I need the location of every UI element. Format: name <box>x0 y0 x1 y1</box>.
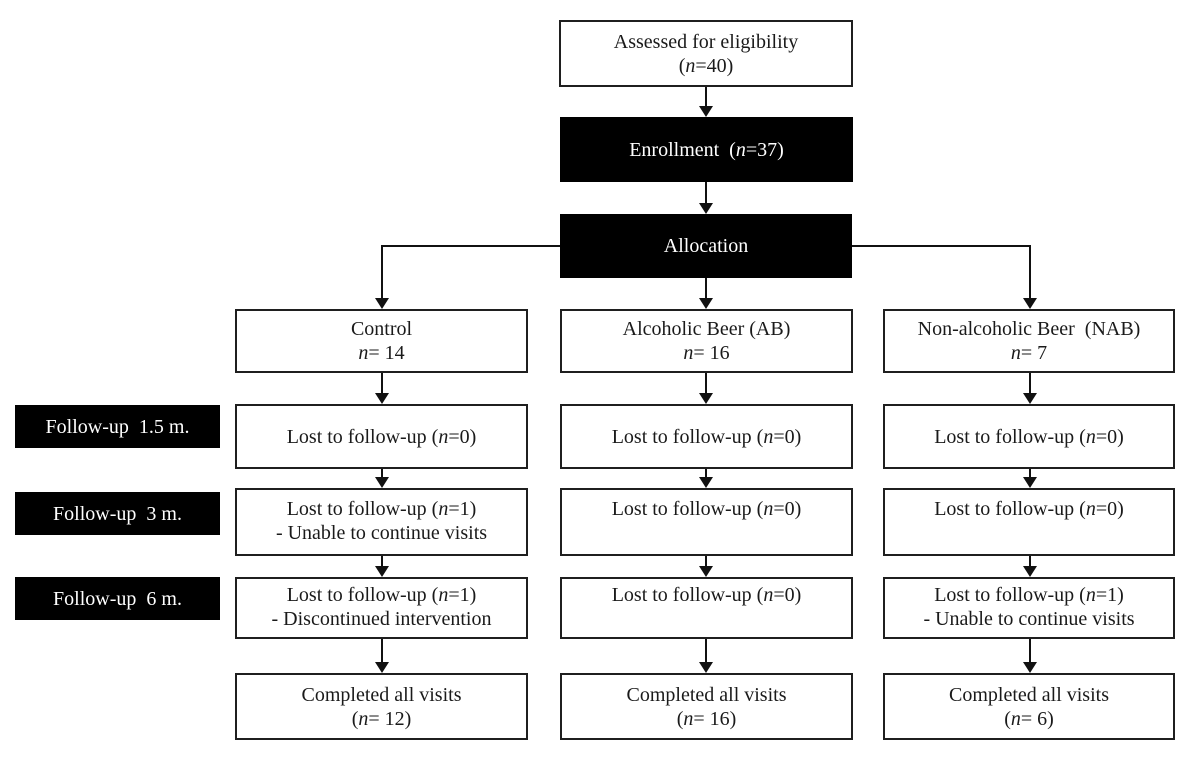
control-fu6-box: Lost to follow-up (n=1) - Discontinued i… <box>235 577 528 639</box>
box-text-line: Follow-up 3 m. <box>53 502 182 525</box>
nab-fu15-box: Lost to follow-up (n=0) <box>883 404 1175 469</box>
ab-fu6-box: Lost to follow-up (n=0) <box>560 577 853 639</box>
box-text-line: (n= 16) <box>676 707 737 730</box>
control-completed-box: Completed all visits (n= 12) <box>235 673 528 740</box>
box-text-line: Lost to follow-up (n=1) <box>286 584 477 606</box>
box-text-line: - Unable to continue visits <box>923 608 1135 630</box>
box-text-line: Follow-up 1.5 m. <box>45 415 190 438</box>
arrow-down <box>1023 469 1037 488</box>
nab-fu6-box: Lost to follow-up (n=1) - Unable to cont… <box>883 577 1175 639</box>
arrow-down <box>699 373 713 404</box>
box-text-line: Assessed for eligibility <box>613 30 799 53</box>
arrow-down <box>375 469 389 488</box>
arrow-down <box>1023 373 1037 404</box>
box-text-line: Lost to follow-up (n=1) <box>934 584 1124 606</box>
arrow-down <box>699 639 713 673</box>
followup-label-6m: Follow-up 6 m. <box>15 577 220 620</box>
box-text-line: Control <box>350 318 413 340</box>
box-text-line: Lost to follow-up (n=1) <box>286 498 477 520</box>
ab-fu15-box: Lost to follow-up (n=0) <box>560 404 853 469</box>
followup-label-1-5m: Follow-up 1.5 m. <box>15 405 220 448</box>
arrow-down <box>699 182 713 214</box>
enrollment-box: Enrollment (n=37) <box>560 117 853 182</box>
box-text-line: Allocation <box>663 235 749 257</box>
nab-fu3-box: Lost to follow-up (n=0) <box>883 488 1175 556</box>
arrow-down <box>699 556 713 577</box>
followup-label-3m: Follow-up 3 m. <box>15 492 220 535</box>
box-text-line: (n= 6) <box>1004 707 1054 730</box>
box-text-line: n= 7 <box>1010 342 1048 364</box>
box-text-line: - Discontinued intervention <box>271 608 492 630</box>
nab-header-box: Non-alcoholic Beer (NAB) n= 7 <box>883 309 1175 373</box>
ab-header-box: Alcoholic Beer (AB) n= 16 <box>560 309 853 373</box>
control-header-box: Control n= 14 <box>235 309 528 373</box>
control-fu3-box: Lost to follow-up (n=1) - Unable to cont… <box>235 488 528 556</box>
ab-completed-box: Completed all visits (n= 16) <box>560 673 853 740</box>
box-text-line: n= 14 <box>358 342 405 364</box>
box-text-line: Follow-up 6 m. <box>53 587 182 610</box>
box-text-line: n= 16 <box>683 342 730 364</box>
box-text-line: Lost to follow-up (n=0) <box>934 425 1124 448</box>
control-fu15-box: Lost to follow-up (n=0) <box>235 404 528 469</box>
arrow-down <box>699 87 713 117</box>
box-text-line: Enrollment (n=37) <box>629 138 784 161</box>
box-text-line: Completed all visits <box>626 683 787 706</box>
box-text-line: Lost to follow-up (n=0) <box>611 584 802 606</box>
box-text-line: - Unable to continue visits <box>275 522 488 544</box>
branch-line-left <box>381 245 560 247</box>
arrow-down <box>375 639 389 673</box>
box-text-line: Alcoholic Beer (AB) <box>622 318 791 340</box>
box-text-line: Lost to follow-up (n=0) <box>611 498 802 520</box>
box-text-line: Lost to follow-up (n=0) <box>286 425 477 448</box>
allocation-box: Allocation <box>560 214 852 278</box>
arrow-down <box>1023 556 1037 577</box>
arrow-down <box>375 556 389 577</box>
branch-line-right <box>852 245 1031 247</box>
box-text-line: (n=40) <box>678 54 734 77</box>
arrow-down <box>375 373 389 404</box>
arrow-down <box>699 278 713 309</box>
ab-fu3-box: Lost to follow-up (n=0) <box>560 488 853 556</box>
box-text-line: Lost to follow-up (n=0) <box>611 425 802 448</box>
arrow-down <box>699 469 713 488</box>
assessed-eligibility-box: Assessed for eligibility (n=40) <box>559 20 853 87</box>
box-text-line: Completed all visits <box>301 683 462 706</box>
box-text-line: Completed all visits <box>949 683 1109 706</box>
arrow-down <box>375 245 389 309</box>
box-text-line: (n= 12) <box>351 707 412 730</box>
arrow-down <box>1023 245 1037 309</box>
box-text-line: Lost to follow-up (n=0) <box>934 498 1124 520</box>
box-text-line: Non-alcoholic Beer (NAB) <box>917 318 1141 340</box>
nab-completed-box: Completed all visits (n= 6) <box>883 673 1175 740</box>
arrow-down <box>1023 639 1037 673</box>
